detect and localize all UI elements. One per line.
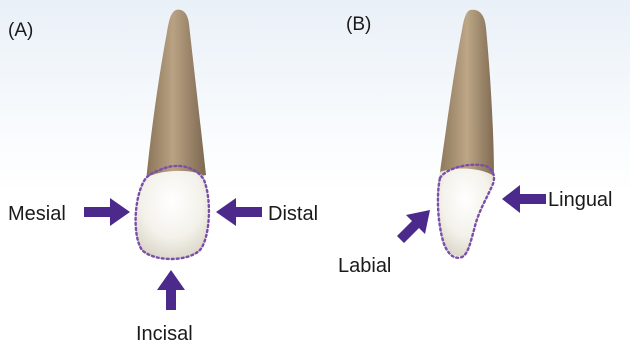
tooth-b	[437, 10, 494, 258]
labial-label: Labial	[338, 255, 391, 277]
mesial-label: Mesial	[8, 203, 66, 225]
lingual-label: Lingual	[548, 189, 613, 211]
panel-a-label: (A)	[8, 20, 33, 41]
mesial-arrow	[84, 198, 130, 226]
distal-label: Distal	[268, 203, 318, 225]
incisal-arrow	[157, 270, 185, 310]
distal-arrow	[216, 198, 262, 226]
tooth-a-root	[146, 10, 206, 182]
tooth-b-root	[440, 10, 494, 178]
lingual-arrow	[502, 185, 546, 213]
incisal-label: Incisal	[136, 323, 193, 345]
panel-b-label: (B)	[346, 14, 371, 35]
tooth-a-crown	[136, 171, 209, 258]
labial-arrow	[397, 210, 430, 243]
tooth-a	[136, 10, 209, 259]
tooth-b-crown	[437, 169, 494, 257]
